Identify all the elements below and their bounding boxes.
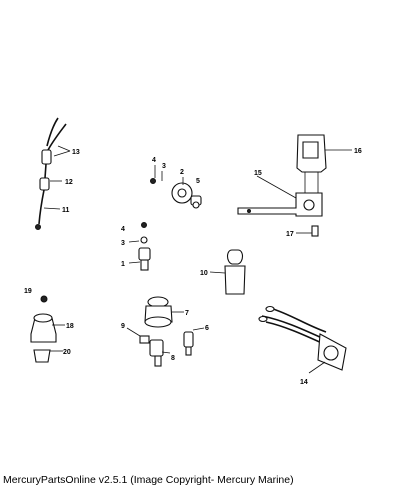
trim-sender-part <box>258 305 347 371</box>
callout-15: 15 <box>254 170 262 177</box>
callout-6: 6 <box>205 325 209 332</box>
callout-13: 13 <box>72 149 80 156</box>
callout-4b: 4 <box>121 226 125 233</box>
wire-harness-part <box>35 117 67 230</box>
callout-16: 16 <box>354 148 362 155</box>
callout-2: 2 <box>180 169 184 176</box>
sender-assembly-part <box>150 178 202 209</box>
callout-18: 18 <box>66 323 74 330</box>
sensor-fitting-part <box>30 295 57 363</box>
callout-3b: 3 <box>121 240 125 247</box>
callout-7: 7 <box>185 310 189 317</box>
callout-9: 9 <box>121 323 125 330</box>
parts-exploded-diagram: 13 12 11 4 3 2 5 15 16 17 4 3 1 10 19 18… <box>24 117 362 386</box>
callout-10: 10 <box>200 270 208 277</box>
callout-5: 5 <box>196 178 200 185</box>
image-copyright-caption: MercuryPartsOnline v2.5.1 (Image Copyrig… <box>3 474 294 486</box>
connector-boot-part <box>224 249 246 295</box>
mounting-bracket-part <box>237 134 327 237</box>
callout-4a: 4 <box>152 157 156 164</box>
callout-1: 1 <box>121 261 125 268</box>
callout-19: 19 <box>24 288 32 295</box>
pressure-switch-part <box>139 296 194 367</box>
callout-11: 11 <box>62 207 70 214</box>
callout-14: 14 <box>300 379 308 386</box>
pressure-sender-part <box>138 222 151 271</box>
callout-17: 17 <box>286 231 294 238</box>
callout-3a: 3 <box>162 163 166 170</box>
callout-20: 20 <box>63 349 71 356</box>
callout-12: 12 <box>65 179 73 186</box>
callout-8: 8 <box>171 355 175 362</box>
